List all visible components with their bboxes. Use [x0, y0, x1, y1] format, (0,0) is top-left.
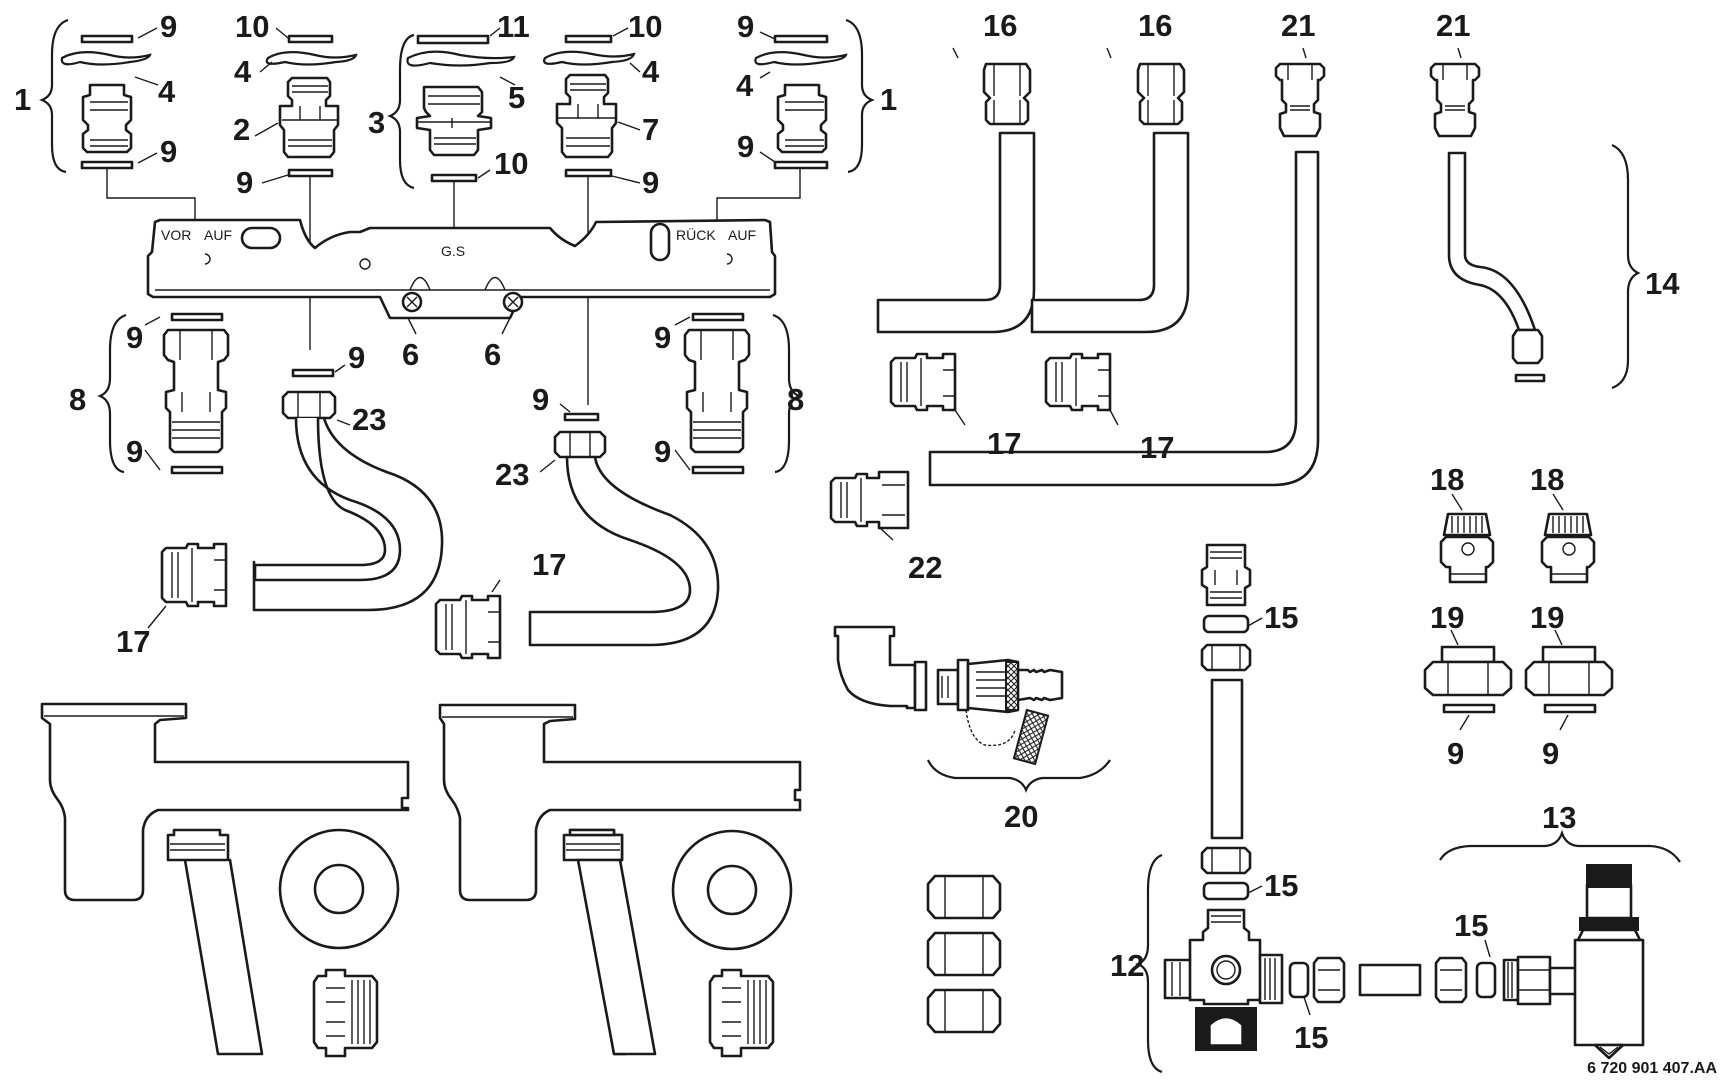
- callout-9: 9: [654, 320, 671, 355]
- fitting-part-17-c: [889, 352, 957, 412]
- callout-15: 15: [1264, 868, 1298, 903]
- callout-14: 14: [1645, 266, 1680, 301]
- callout-8: 8: [787, 382, 804, 417]
- fitting-part-7: [543, 34, 636, 405]
- callout-5: 5: [508, 80, 525, 115]
- callout-6: 6: [402, 337, 419, 372]
- callout-8: 8: [69, 382, 86, 417]
- callout-9: 9: [737, 9, 754, 44]
- fitting-part-17-b: [434, 594, 502, 660]
- fitting-part-19-a: [1423, 645, 1513, 714]
- callout-16: 16: [1138, 8, 1172, 43]
- callout-4: 4: [642, 54, 660, 89]
- fitting-part-16-b: [1030, 62, 1190, 334]
- callout-9: 9: [126, 320, 143, 355]
- fitting-part-22: [829, 470, 910, 530]
- callout-20: 20: [1004, 799, 1038, 834]
- pressure-relief-valve-13: [1434, 829, 1681, 1060]
- callout-15: 15: [1294, 1020, 1328, 1055]
- callout-labels: 9 4 1 9 10 4 2 9 3 11 5 10 10 4 7 9 9 4 …: [14, 8, 1717, 1077]
- callout-1: 1: [880, 82, 897, 117]
- fitting-part-21-b: [1429, 62, 1641, 390]
- callout-10: 10: [494, 146, 528, 181]
- callout-23: 23: [352, 402, 386, 437]
- fitting-part-8-right: [683, 312, 802, 475]
- fitting-group-3: [387, 33, 516, 286]
- callout-9: 9: [160, 134, 177, 169]
- callout-21: 21: [1281, 8, 1315, 43]
- document-number: 6 720 901 407.AA: [1587, 1060, 1717, 1077]
- callout-9: 9: [236, 165, 253, 200]
- callout-17: 17: [1140, 430, 1174, 465]
- siphon-set-right: [438, 703, 802, 1058]
- callout-7: 7: [642, 112, 659, 147]
- callout-1: 1: [14, 82, 31, 117]
- fitting-part-18-b: [1540, 512, 1596, 584]
- callout-3: 3: [368, 105, 385, 140]
- callout-10: 10: [235, 9, 269, 44]
- callout-9: 9: [654, 434, 671, 469]
- plate-label-auf-left: AUF: [204, 227, 232, 243]
- callout-2: 2: [233, 112, 250, 147]
- plate-label-rueck: RÜCK: [676, 226, 716, 243]
- callout-11: 11: [497, 9, 530, 44]
- callout-17: 17: [987, 426, 1021, 461]
- callout-9: 9: [1542, 736, 1559, 771]
- s-pipe-right: [528, 412, 720, 647]
- callout-18: 18: [1430, 462, 1464, 497]
- callout-15: 15: [1264, 600, 1298, 635]
- fitting-part-19-b: [1524, 645, 1614, 714]
- callout-21: 21: [1436, 8, 1470, 43]
- callout-13: 13: [1542, 800, 1576, 835]
- callout-17: 17: [532, 547, 566, 582]
- plate-label-auf-right: AUF: [728, 227, 756, 243]
- callout-15: 15: [1454, 908, 1488, 943]
- fitting-part-17-a: [160, 542, 228, 608]
- callout-9: 9: [532, 382, 549, 417]
- callout-17: 17: [116, 624, 150, 659]
- leader-lines: [134, 27, 1569, 1016]
- fitting-part-8-left: [97, 312, 230, 475]
- callout-22: 22: [908, 550, 942, 585]
- callout-9: 9: [737, 129, 754, 164]
- callout-10: 10: [628, 9, 662, 44]
- callout-19: 19: [1430, 600, 1464, 635]
- s-pipe-left: [252, 368, 444, 612]
- callout-4: 4: [158, 74, 176, 109]
- fitting-part-21-a: [928, 62, 1326, 487]
- fitting-group-1-right: [716, 18, 875, 286]
- fitting-part-2: [265, 34, 358, 350]
- mounting-plate: VOR AUF G.S RÜCK AUF: [146, 218, 777, 320]
- callout-9: 9: [348, 340, 365, 375]
- fitting-part-16-a: [876, 62, 1036, 334]
- cold-water-valve-assembly: [1135, 543, 1422, 1074]
- callout-18: 18: [1530, 462, 1564, 497]
- callout-12: 12: [1110, 948, 1144, 983]
- callout-9: 9: [160, 9, 177, 44]
- callout-16: 16: [983, 8, 1017, 43]
- callout-23: 23: [495, 457, 529, 492]
- callout-19: 19: [1530, 600, 1564, 635]
- fitting-part-17-d: [1044, 352, 1112, 412]
- callout-4: 4: [234, 54, 252, 89]
- callout-6: 6: [484, 337, 501, 372]
- callout-9: 9: [126, 434, 143, 469]
- union-nuts-set: [926, 874, 1002, 1034]
- fitting-part-18-a: [1439, 512, 1495, 584]
- siphon-set-left: [40, 702, 410, 1058]
- callout-9: 9: [642, 165, 659, 200]
- plate-label-gas: G.S: [441, 243, 465, 259]
- drain-cock-part-20: [833, 625, 1111, 793]
- callout-9: 9: [1447, 736, 1464, 771]
- callout-4: 4: [736, 68, 754, 103]
- plate-label-vor: VOR: [161, 227, 191, 243]
